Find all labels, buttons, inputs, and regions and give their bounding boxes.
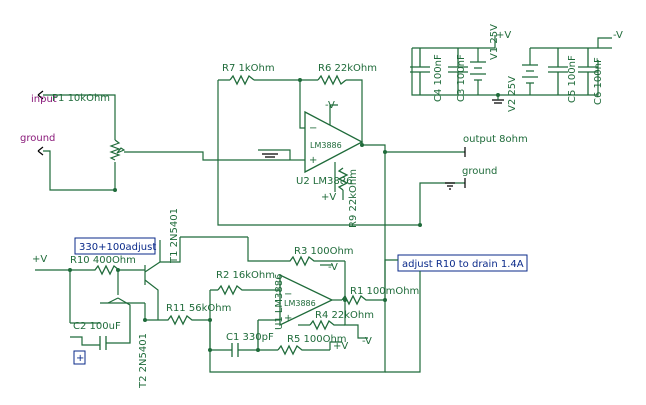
opamp-u2[interactable]: − + LM3886 bbox=[304, 110, 364, 174]
note-adjust-r10: adjust R10 to drain 1.4A bbox=[397, 254, 528, 272]
input-label: input bbox=[31, 94, 57, 105]
r6-label: R6 22kOhm bbox=[318, 63, 377, 74]
ground-out-label[interactable]: ground bbox=[462, 166, 497, 177]
wire bbox=[247, 237, 270, 262]
plus-v-left: +V bbox=[32, 254, 47, 265]
c6-label: C6 100nF bbox=[593, 57, 604, 105]
c2-label: C2 100uF bbox=[73, 321, 121, 332]
c1-label: C1 330pF bbox=[226, 332, 274, 343]
resistor-r10[interactable] bbox=[70, 264, 145, 276]
wire bbox=[385, 271, 421, 373]
c3-label: C3 100nF bbox=[456, 54, 467, 102]
wire bbox=[217, 80, 420, 226]
v2-label: V2 25V bbox=[507, 76, 518, 112]
p1-label: P1 10kOhm bbox=[52, 93, 110, 104]
junction-dot bbox=[256, 348, 260, 352]
ground-symbol bbox=[262, 153, 278, 158]
junction-dot bbox=[383, 150, 387, 154]
resistor-r4[interactable] bbox=[309, 319, 345, 331]
note-330-adjust: 330+100adjust bbox=[74, 237, 156, 255]
wire bbox=[258, 149, 291, 160]
resistor-r2[interactable] bbox=[217, 284, 270, 296]
potentiometer-p1[interactable] bbox=[109, 139, 290, 190]
resistor-r3[interactable] bbox=[270, 255, 345, 267]
r3-label: R3 100Ohm bbox=[294, 246, 354, 257]
u2-minus-pin: − bbox=[309, 123, 317, 134]
wire bbox=[419, 182, 465, 225]
wire bbox=[299, 80, 305, 129]
wire bbox=[218, 79, 363, 145]
junction-dot bbox=[143, 318, 147, 322]
r5-label: R5 100Ohm bbox=[287, 334, 347, 345]
transistor-t1[interactable] bbox=[144, 237, 181, 320]
input-port[interactable] bbox=[37, 90, 116, 140]
transistor-t2[interactable] bbox=[100, 270, 150, 321]
r9-label: R9 22kOhm bbox=[348, 169, 359, 228]
plus-box-text: + bbox=[76, 353, 84, 364]
battery-v2[interactable] bbox=[522, 48, 538, 95]
output-label[interactable]: output 8ohm bbox=[463, 134, 528, 145]
resistor-r7[interactable] bbox=[229, 74, 255, 86]
wire bbox=[258, 289, 280, 321]
u2-plus-v: +V bbox=[321, 192, 336, 203]
plus-v-top: +V bbox=[496, 30, 511, 41]
wire bbox=[35, 269, 71, 323]
t2-label: T2 2N5401 bbox=[138, 333, 149, 389]
resistor-r1[interactable] bbox=[341, 294, 385, 306]
minus-v-top: -V bbox=[613, 30, 623, 41]
capacitor-c3[interactable] bbox=[448, 48, 468, 95]
battery-v1[interactable] bbox=[470, 48, 486, 95]
t1-label: T1 2N5401 bbox=[169, 208, 180, 264]
u1-plus-v: +V bbox=[333, 341, 348, 352]
wire bbox=[344, 261, 368, 339]
wire bbox=[329, 104, 338, 125]
wire bbox=[384, 259, 398, 300]
note2-text: adjust R10 to drain 1.4A bbox=[402, 259, 524, 270]
junction-dot bbox=[418, 223, 422, 227]
note1-text: 330+100adjust bbox=[79, 242, 156, 253]
plus-marker-box: + bbox=[73, 350, 86, 365]
c5-label: C5 100nF bbox=[567, 55, 578, 103]
wire bbox=[597, 37, 612, 48]
capacitor-c4[interactable] bbox=[410, 48, 430, 95]
resistor-r6[interactable] bbox=[317, 74, 347, 86]
opamp-u1[interactable]: − + LM3886 bbox=[279, 273, 334, 327]
u1-label: U1 LM3886 bbox=[274, 273, 285, 330]
wire bbox=[362, 144, 465, 153]
u2-minus-v: -V bbox=[325, 100, 335, 111]
capacitor-c5[interactable] bbox=[548, 48, 568, 95]
resistor-r11[interactable] bbox=[150, 314, 210, 326]
ground-symbol bbox=[492, 99, 504, 104]
ground-in-port[interactable] bbox=[37, 146, 115, 191]
c4-label: C4 100nF bbox=[433, 54, 444, 102]
r7-label: R7 1kOhm bbox=[222, 63, 275, 74]
u1-minus-v-lower: -V bbox=[362, 336, 372, 347]
wire bbox=[478, 35, 496, 49]
junction-dot bbox=[113, 188, 117, 192]
ground-in-label: ground bbox=[20, 133, 55, 144]
u1-name: LM3886 bbox=[284, 299, 316, 308]
r10-label: R10 400Ohm bbox=[70, 255, 136, 266]
r2-label: R2 16kOhm bbox=[216, 270, 275, 281]
resistor-r5[interactable] bbox=[277, 344, 330, 356]
u2-label: U2 LM3886 bbox=[296, 176, 353, 187]
r4-label: R4 22kOhm bbox=[315, 310, 374, 321]
u1-minus-v: -V bbox=[328, 262, 338, 273]
junction-dot bbox=[208, 348, 212, 352]
wire bbox=[209, 289, 218, 350]
u1-plus-pin: + bbox=[284, 313, 292, 324]
u1-minus-pin: − bbox=[284, 289, 292, 300]
r11-label: R11 56kOhm bbox=[166, 303, 231, 314]
resistor-r9[interactable] bbox=[337, 167, 349, 200]
ground-symbol bbox=[445, 182, 455, 190]
wire bbox=[70, 322, 100, 346]
wire bbox=[411, 47, 478, 96]
u2-plus-pin: + bbox=[309, 155, 317, 166]
v1-label: V1 25V bbox=[489, 24, 500, 60]
capacitor-c6[interactable] bbox=[578, 48, 598, 95]
capacitor-c2[interactable] bbox=[99, 320, 131, 350]
u2-name: LM3886 bbox=[310, 141, 342, 150]
wire bbox=[329, 341, 342, 350]
